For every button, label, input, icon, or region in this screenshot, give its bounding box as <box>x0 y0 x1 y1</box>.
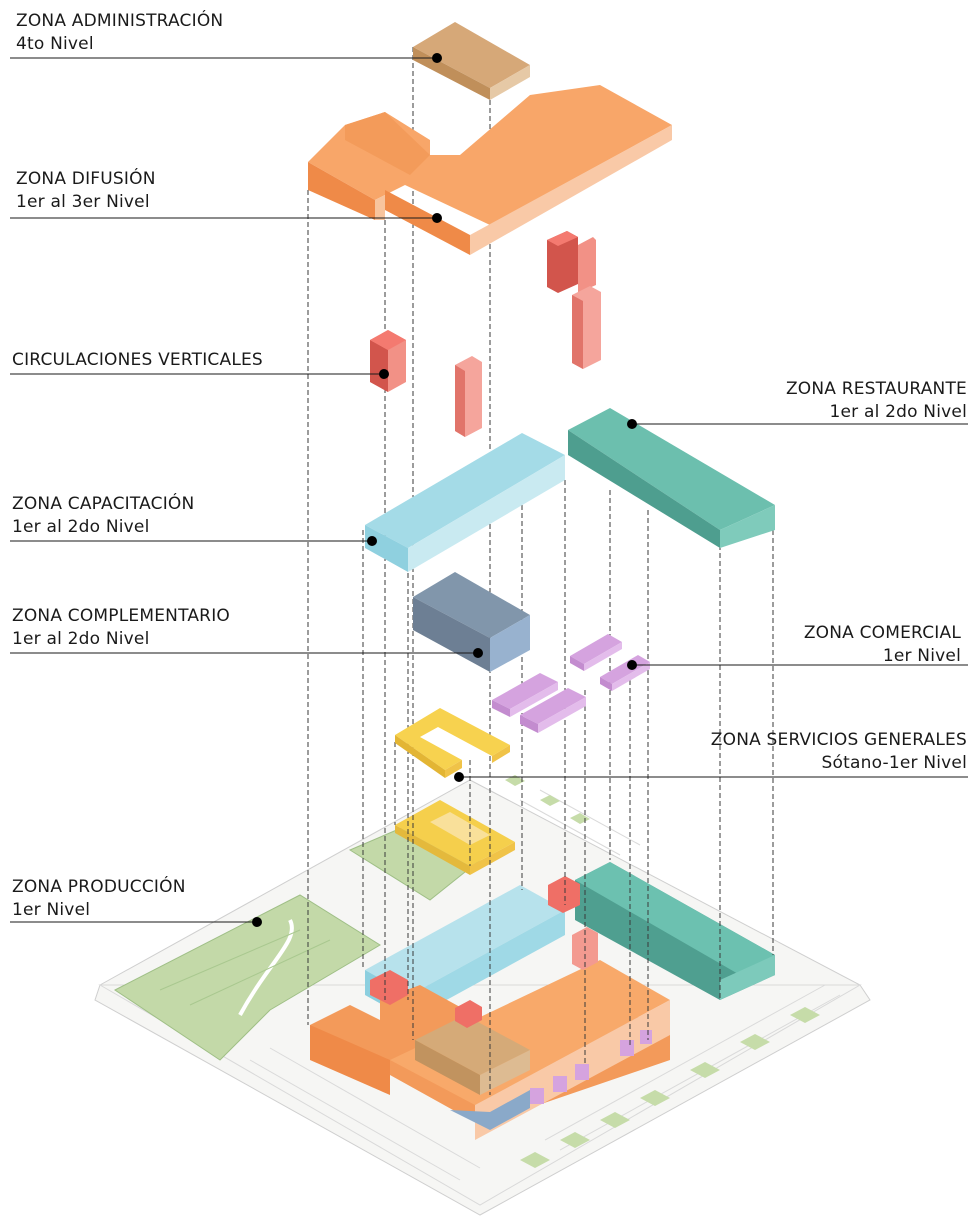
zona-difusion-block <box>308 85 672 255</box>
label-sub: Sótano-1er Nivel <box>821 753 967 773</box>
zona-servicios-generales-block <box>395 708 510 778</box>
label-zona-comercial: ZONA COMERCIAL 1er Nivel <box>804 622 961 668</box>
zona-complementario-base-block <box>450 1090 530 1130</box>
zona-servicios-base-block <box>395 800 515 875</box>
leader-lines <box>10 57 968 923</box>
zona-comercial-blocks <box>492 634 650 733</box>
label-sub: 1er al 3er Nivel <box>16 192 150 212</box>
circulaciones-verticales-blocks <box>370 231 601 437</box>
label-sub: 1er al 2do Nivel <box>12 629 150 649</box>
label-title: ZONA RESTAURANTE <box>785 379 967 399</box>
label-zona-complementario: ZONA COMPLEMENTARIO 1er al 2do Nivel <box>12 605 230 651</box>
label-sub: 4to Nivel <box>16 34 94 54</box>
label-title: ZONA CAPACITACIÓN <box>12 494 195 514</box>
label-sub: 1er Nivel <box>882 646 961 666</box>
label-zona-restaurante: ZONA RESTAURANTE 1er al 2do Nivel <box>786 378 967 424</box>
label-title: ZONA COMPLEMENTARIO <box>12 606 230 626</box>
label-sub: 1er al 2do Nivel <box>12 517 150 537</box>
label-sub: 1er Nivel <box>12 900 91 920</box>
label-title: ZONA SERVICIOS GENERALES <box>710 730 967 750</box>
label-title: ZONA PRODUCCIÓN <box>12 877 186 897</box>
zona-complementario-block <box>413 572 530 672</box>
label-title: CIRCULACIONES VERTICALES <box>12 350 263 370</box>
zona-capacitacion-block <box>365 433 565 572</box>
label-title: ZONA COMERCIAL <box>803 623 961 643</box>
zona-administracion-block <box>413 22 530 100</box>
label-title: ZONA DIFUSIÓN <box>16 169 156 189</box>
leader-dots <box>252 53 637 927</box>
label-circulaciones-verticales: CIRCULACIONES VERTICALES <box>12 349 263 372</box>
label-zona-capacitacion: ZONA CAPACITACIÓN 1er al 2do Nivel <box>12 493 194 539</box>
label-zona-servicios-generales: ZONA SERVICIOS GENERALES Sótano-1er Nive… <box>711 729 967 775</box>
label-title: ZONA ADMINISTRACIÓN <box>16 11 224 31</box>
zona-comercial-base-block <box>530 1030 652 1104</box>
zona-administracion-base-block <box>415 1015 530 1095</box>
label-zona-produccion: ZONA PRODUCCIÓN 1er Nivel <box>12 876 186 922</box>
label-zona-difusion: ZONA DIFUSIÓN 1er al 3er Nivel <box>16 168 156 214</box>
label-sub: 1er al 2do Nivel <box>829 402 967 422</box>
label-zona-administracion: ZONA ADMINISTRACIÓN 4to Nivel <box>16 10 223 56</box>
zona-restaurante-block <box>568 408 775 548</box>
zona-restaurante-base-block <box>575 862 775 1000</box>
